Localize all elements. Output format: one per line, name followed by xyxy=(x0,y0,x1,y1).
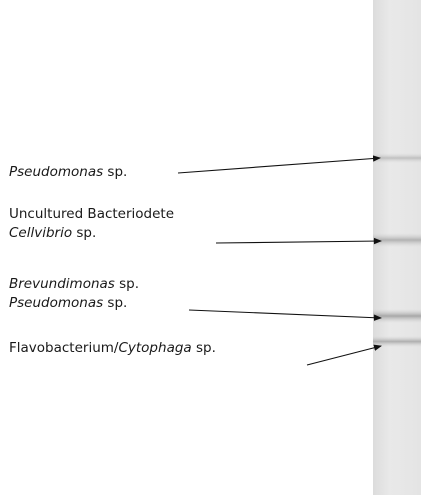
arrow-flavobacterium-cytophaga xyxy=(307,346,381,365)
arrow-pseudomonas-1 xyxy=(178,158,380,173)
arrow-cellvibrio xyxy=(216,241,381,243)
arrow-pseudomonas-2 xyxy=(189,310,381,318)
